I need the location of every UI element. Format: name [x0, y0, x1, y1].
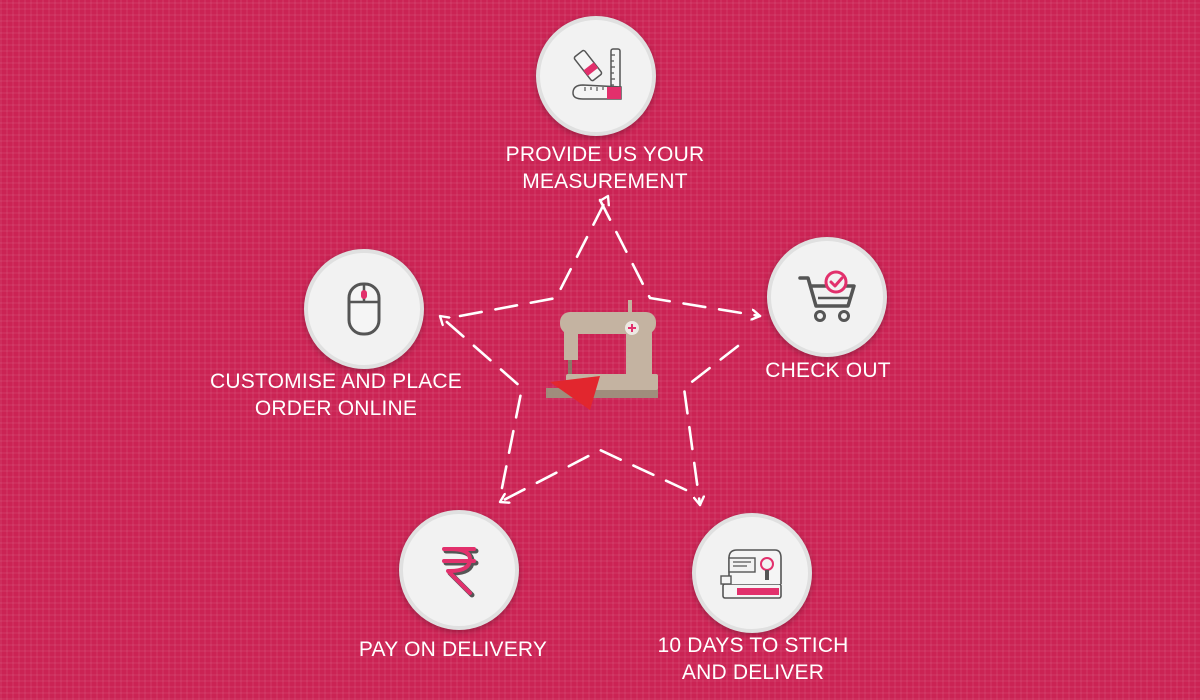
customise-order-step-circle: [304, 249, 424, 369]
pay-on-delivery-step-label: PAY ON DELIVERY: [358, 638, 548, 661]
measurement-step-label: PROVIDE US YOUR MEASUREMENT: [505, 143, 705, 193]
rupee-icon: [442, 547, 479, 598]
stitch-deliver-step-circle: [692, 513, 812, 633]
center-sewing-machine: [540, 292, 665, 412]
pay-on-delivery-step-circle: [399, 510, 519, 630]
computer-mouse-icon: [347, 282, 381, 336]
arrow-stitch-to-pay: [498, 448, 688, 502]
arrow-measure-to-checkout: [598, 198, 762, 316]
checkout-step-circle: [767, 237, 887, 357]
stitch-deliver-step-label: 10 DAYS TO STICH AND DELIVER: [657, 634, 849, 684]
customise-order-step-label: CUSTOMISE AND PLACE ORDER ONLINE: [210, 370, 462, 420]
measuring-tape-icon: [572, 48, 622, 100]
embroidery-machine-icon: [720, 549, 782, 599]
sewing-machine-icon: [546, 300, 658, 410]
shopping-cart-check-icon: [798, 270, 856, 322]
arrow-checkout-to-stitch: [682, 344, 740, 507]
checkout-step-label: CHECK OUT: [765, 359, 891, 382]
measurement-step-circle: [536, 16, 656, 136]
